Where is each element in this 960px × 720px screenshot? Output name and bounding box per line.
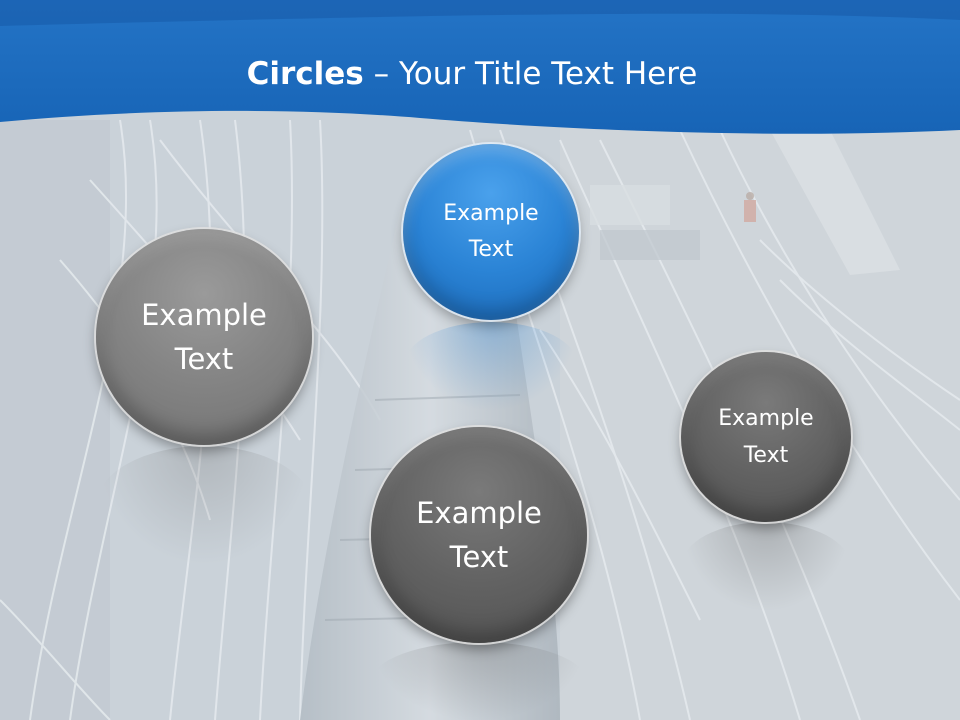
circle-small-dark[interactable]: Example Text [681,352,851,522]
circle-label-line: Text [743,443,789,468]
circle-label-line: Example [141,298,267,332]
circle-label-line: Example [718,406,814,431]
circle-label-line: Text [449,540,509,574]
circle-label-line: Text [174,342,234,376]
circle-label-line: Example [443,201,539,226]
circle-blue[interactable]: Example Text [403,144,579,320]
circle-large-gray[interactable]: Example Text [96,229,312,445]
circle-reflection [96,446,312,566]
header-wave-band [0,0,960,134]
circle-label-line: Text [468,237,514,262]
title-regular-part: – Your Title Text Here [363,56,698,92]
circle-reflection [403,322,579,412]
circle-reflection [371,642,587,720]
circle-label-line: Example [416,496,542,530]
circle-reflection [681,522,851,612]
circle-large-dark[interactable]: Example Text [371,427,587,643]
title-bold-part: Circles [246,56,364,92]
slide-title: Circles – Your Title Text Here [0,52,944,96]
